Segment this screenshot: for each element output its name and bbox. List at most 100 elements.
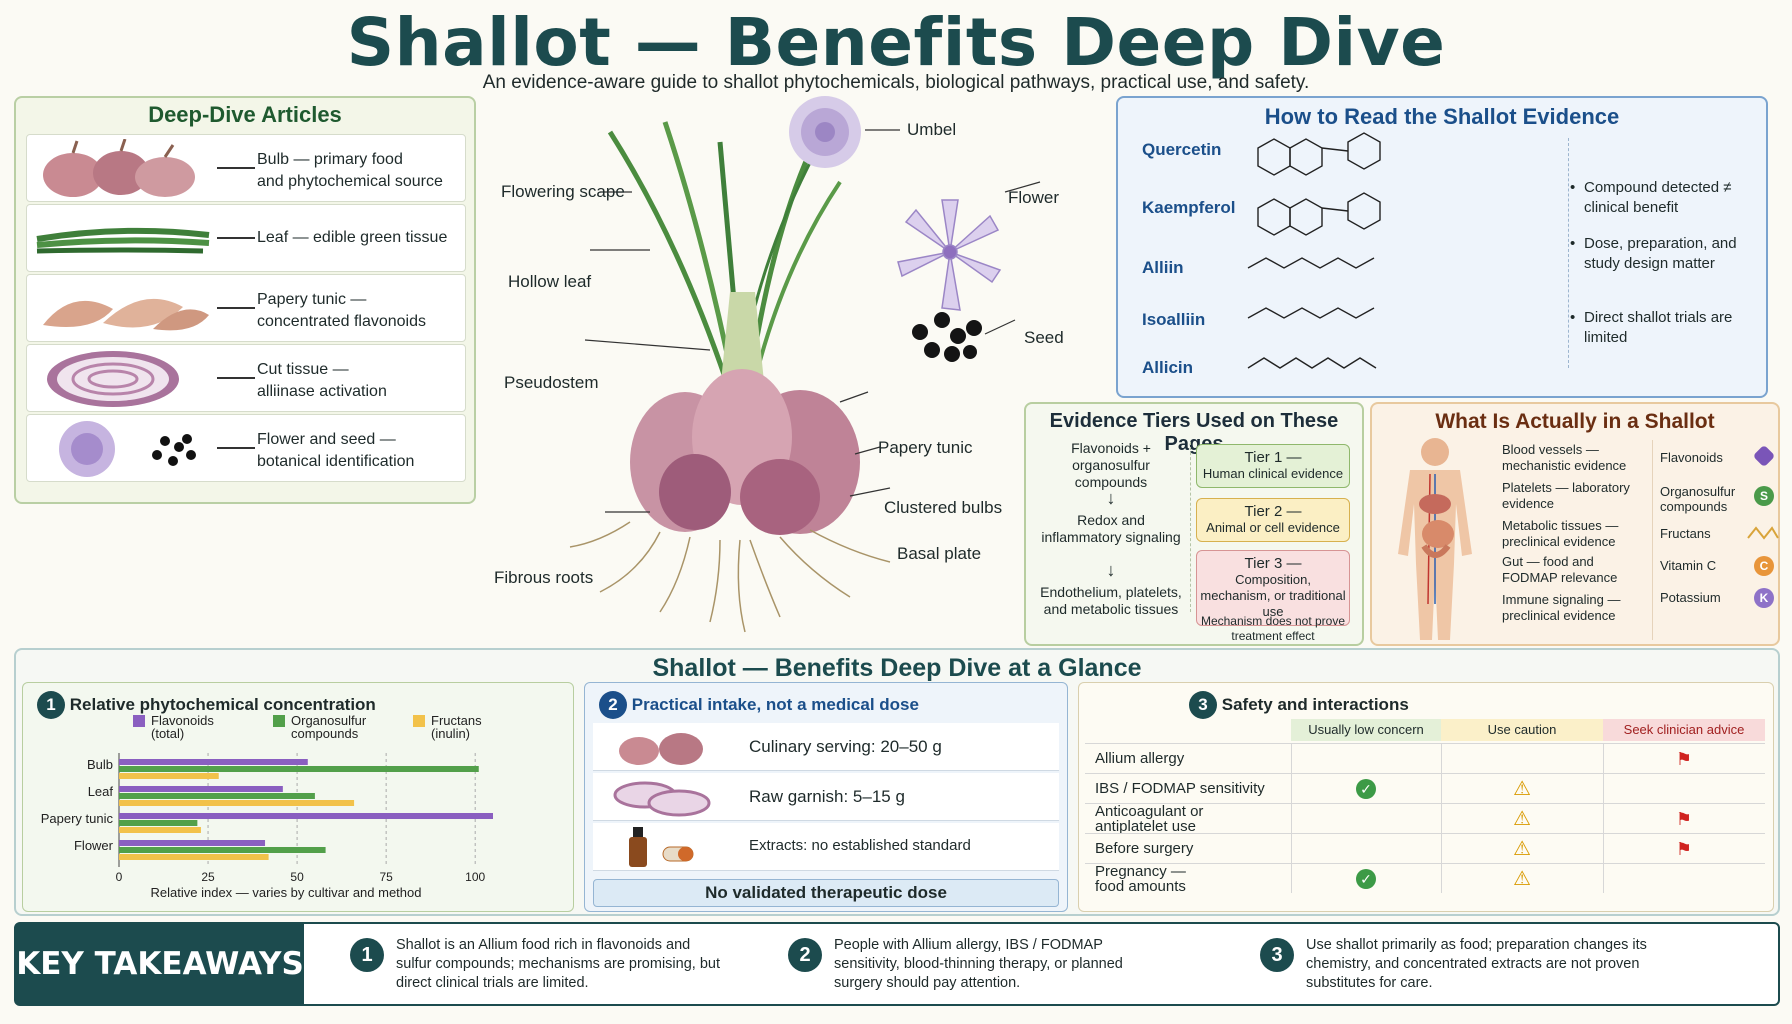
bar-0-2 — [119, 773, 219, 779]
bar-2-2 — [119, 827, 201, 833]
flower-seed-icon — [59, 421, 196, 477]
x-tick-4: 100 — [465, 870, 485, 884]
legend-swatch-1 — [273, 715, 285, 727]
key-takeaways-label: KEY TAKEAWAYS — [16, 924, 304, 1004]
bar-3-2 — [119, 854, 269, 860]
intake-footer: No validated therapeutic dose — [593, 879, 1059, 907]
bar-0-0 — [119, 759, 308, 765]
tier-3-box: Tier 3 —Composition, mechanism, or tradi… — [1196, 550, 1350, 626]
evidence-note-2: Dose, preparation, and study design matt… — [1570, 234, 1764, 274]
article-leaf[interactable]: Leaf — edible green tissue — [26, 204, 466, 272]
compound-allicin: Allicin — [1142, 358, 1194, 377]
flow-step-2: Redox and inflammatory signaling — [1041, 512, 1181, 545]
flavonoid-hexagon-icon — [1752, 444, 1776, 468]
intake-title: Practical intake, not a medical dose — [631, 695, 919, 714]
warning-icon: ⚠ — [1513, 868, 1531, 890]
legend-swatch-0 — [133, 715, 145, 727]
flow-arrow-2: ↓ — [1106, 560, 1116, 580]
practical-intake-card: 2 Practical intake, not a medical dose C… — [584, 682, 1068, 912]
tiers-note: Mechanism does not prove treatment effec… — [1200, 614, 1346, 643]
category-label-3: Flower — [74, 838, 114, 853]
sulfur-badge-icon: S — [1754, 486, 1774, 506]
label-papery-tunic: Papery tunic — [878, 438, 973, 457]
concentration-title: Relative phytochemical concentration — [69, 695, 376, 714]
component-potassium: Potassium — [1660, 590, 1721, 605]
label-pseudostem: Pseudostem — [504, 373, 599, 392]
col-use-caution: Use caution — [1441, 719, 1603, 741]
label-hollow-leaf: Hollow leaf — [508, 272, 592, 291]
legend-swatch-2 — [413, 715, 425, 727]
organ-blood-vessels: Blood vessels — mechanistic evidence — [1502, 442, 1627, 473]
intake-raw-row: Raw garnish: 5–15 g — [593, 773, 1059, 821]
shallot-rings-icon — [613, 781, 711, 817]
compound-quercetin: Quercetin — [1142, 140, 1222, 159]
label-seed: Seed — [1024, 328, 1064, 347]
category-label-2: Papery tunic — [41, 811, 114, 826]
bar-0-1 — [119, 766, 479, 772]
article-papery-tunic[interactable]: Papery tunic —concentrated flavonoids — [26, 274, 466, 342]
check-icon: ✓ — [1356, 869, 1376, 889]
check-icon: ✓ — [1356, 779, 1376, 799]
page-subtitle: An evidence-aware guide to shallot phyto… — [482, 72, 1310, 93]
flow-step-3: Endothelium, platelets, and metabolic ti… — [1040, 584, 1182, 617]
label-umbel: Umbel — [907, 120, 957, 139]
evidence-title: How to Read the Shallot Evidence — [1264, 104, 1620, 129]
legend-label-2: Fructans(inulin) — [431, 713, 482, 741]
label-flower: Flower — [1008, 188, 1060, 207]
label-fibrous-roots: Fibrous roots — [494, 568, 594, 587]
bar-3-1 — [119, 847, 326, 853]
component-organosulfur: Organosulfur compounds — [1660, 484, 1736, 514]
safety-row-label: IBS / FODMAP sensitivity — [1095, 780, 1265, 797]
organ-platelets: Platelets — laboratory evidence — [1502, 480, 1630, 511]
leaf-illustration-icon — [36, 227, 210, 254]
evidence-tiers-panel: Evidence Tiers Used on These Pages Flavo… — [1024, 402, 1364, 646]
component-vitamin-c: Vitamin C — [1660, 558, 1717, 573]
bulb-illustration-icon — [43, 139, 195, 197]
extract-bottle-capsule-icon — [629, 827, 694, 867]
bar-1-2 — [119, 800, 355, 806]
evidence-note-1: Compound detected ≠ clinical benefit — [1570, 178, 1764, 218]
safety-row-label: Pregnancy —food amounts — [1095, 863, 1186, 895]
tier-1-box: Tier 1 —Human clinical evidence — [1196, 444, 1350, 488]
chemical-structures — [1247, 132, 1381, 369]
shallot-bulbs-icon — [619, 733, 703, 765]
evidence-note-3: Direct shallot trials are limited — [1570, 308, 1764, 348]
label-clustered-bulbs: Clustered bulbs — [884, 498, 1003, 517]
article-flower-seed[interactable]: Flower and seed —botanical identificatio… — [26, 414, 466, 482]
col-low-concern: Usually low concern — [1291, 719, 1441, 741]
label-flowering-scape: Flowering scape — [501, 182, 625, 201]
intake-extract-text: Extracts: no established standard — [749, 837, 971, 854]
component-flavonoids: Flavonoids — [1660, 450, 1723, 465]
concentration-chart-card: 1 Relative phytochemical concentration F… — [22, 682, 574, 912]
legend-label-0: Flavonoids(total) — [151, 713, 214, 741]
safety-row: Pregnancy —food amounts ✓ ⚠ — [1085, 863, 1765, 895]
flag-icon: ⚑ — [1675, 839, 1693, 859]
vitamin-c-badge-icon: C — [1754, 556, 1774, 576]
potassium-badge-icon: K — [1754, 588, 1774, 608]
x-tick-0: 0 — [116, 870, 123, 884]
articles-title: Deep-Dive Articles — [148, 102, 342, 127]
category-label-0: Bulb — [87, 757, 113, 772]
human-body-illustration — [1398, 438, 1472, 640]
section-number-1: 1 — [37, 691, 65, 719]
x-axis-label: Relative index — varies by cultivar and … — [151, 885, 422, 900]
x-tick-2: 50 — [290, 870, 304, 884]
x-tick-1: 25 — [201, 870, 215, 884]
safety-card: 3 Safety and interactions Usually low co… — [1078, 682, 1774, 912]
warning-icon: ⚠ — [1513, 838, 1531, 860]
fructan-chain-icon — [1747, 526, 1779, 540]
shallot-contents-panel: What Is Actually in a Shallot Blood vess… — [1370, 402, 1780, 646]
safety-row-label: Before surgery — [1095, 840, 1194, 857]
article-cut-tissue[interactable]: Cut tissue —alliinase activation — [26, 344, 466, 412]
organ-gut: Gut — food and FODMAP relevance — [1502, 554, 1618, 585]
warning-icon: ⚠ — [1513, 808, 1531, 830]
intake-extract-row: Extracts: no established standard — [593, 823, 1059, 871]
intake-culinary-row: Culinary serving: 20–50 g — [593, 723, 1059, 771]
bar-1-0 — [119, 786, 283, 792]
